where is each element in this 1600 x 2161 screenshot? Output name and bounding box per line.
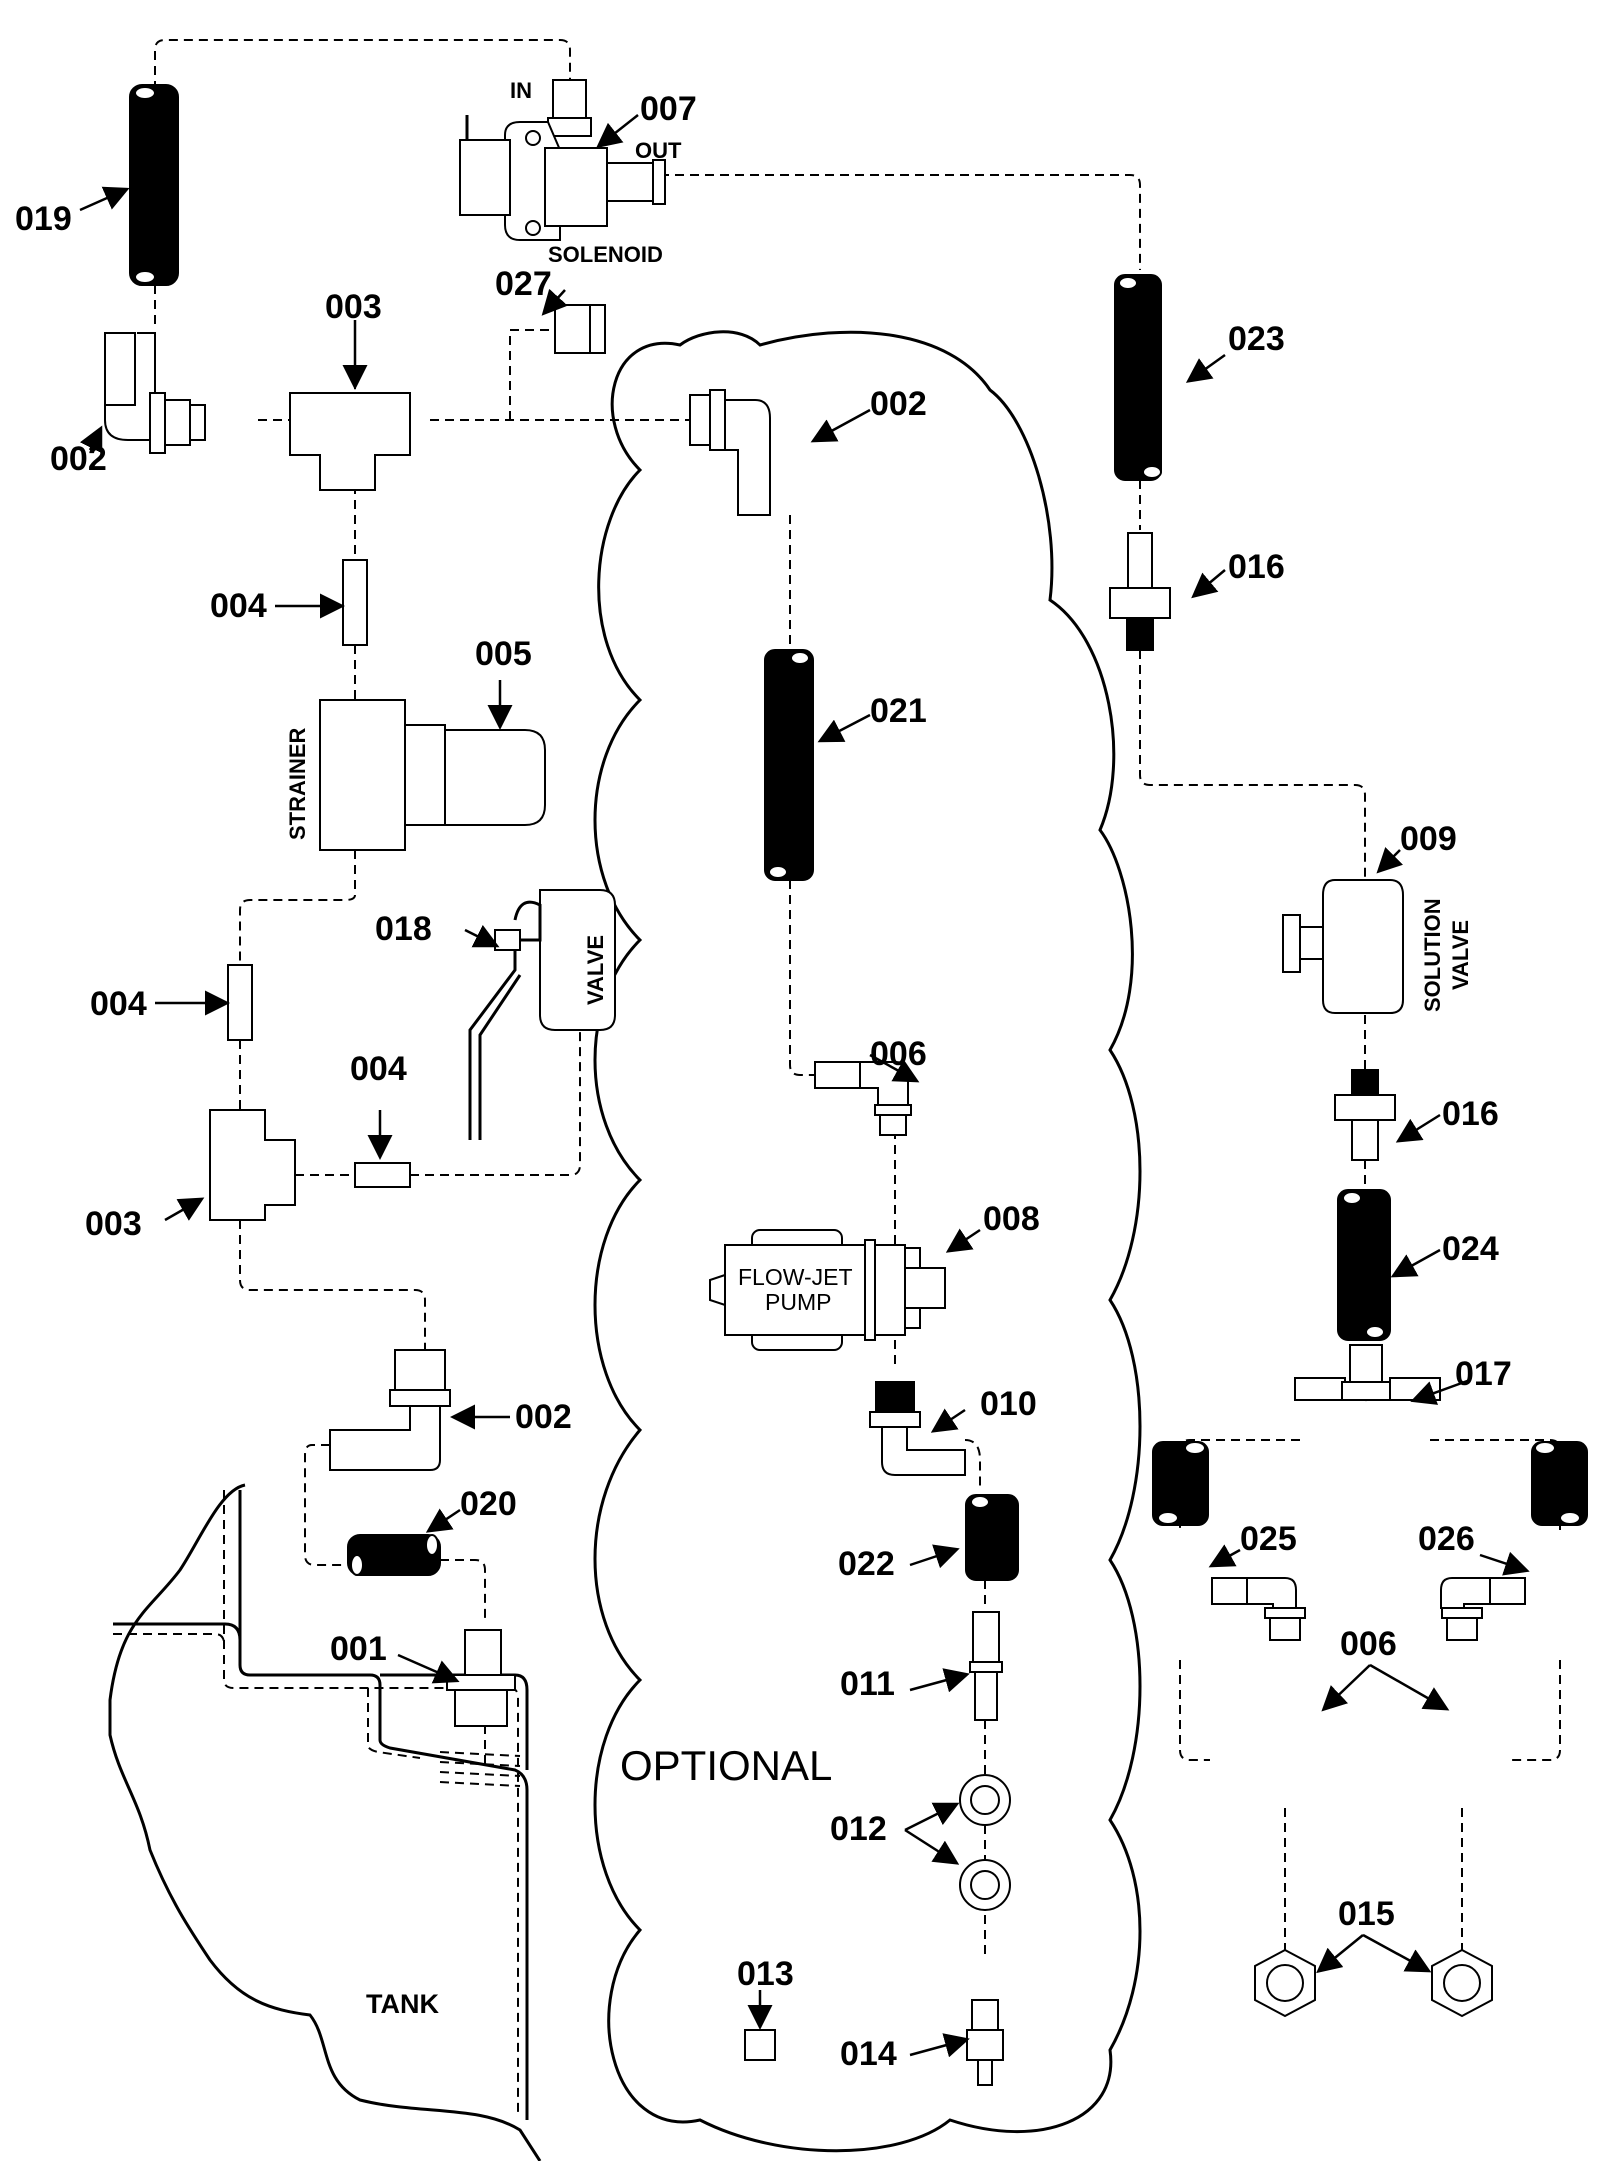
callout-020: 020: [460, 1485, 517, 1523]
elbow-006-right[interactable]: [1440, 1577, 1526, 1641]
solenoid-valve-007[interactable]: [459, 79, 666, 241]
hose-020[interactable]: [347, 1534, 441, 1576]
washer-012-upper[interactable]: [959, 1774, 1011, 1826]
hose-barb-001[interactable]: [446, 1629, 516, 1727]
callout-003-left: 003: [85, 1205, 142, 1243]
callout-013: 013: [737, 1955, 794, 1993]
tank-wall-inner: [238, 1490, 529, 2120]
nipple-004-horizontal[interactable]: [354, 1162, 411, 1188]
callout-004-top: 004: [210, 587, 267, 625]
callout-026: 026: [1418, 1520, 1475, 1558]
callout-006-pair: 006: [1340, 1625, 1397, 1663]
leader-arrows: [79, 114, 1530, 2058]
strainer-label: STRAINER: [285, 727, 310, 840]
callout-002-optional: 002: [870, 385, 927, 423]
callout-labels: 019 007 003 027 002 002 023 004 005 016 …: [15, 90, 1512, 2073]
hose-025[interactable]: [1152, 1441, 1209, 1526]
elbow-002-lower[interactable]: [329, 1349, 451, 1471]
hose-023[interactable]: [1114, 274, 1162, 481]
callout-016-top: 016: [1228, 548, 1285, 586]
solenoid-label: SOLENOID: [548, 242, 663, 267]
callout-018: 018: [375, 910, 432, 948]
pump-label-2: PUMP: [765, 1289, 831, 1315]
callout-011: 011: [840, 1665, 895, 1703]
tank-outline: [108, 1483, 542, 2161]
quick-disconnect-014[interactable]: [966, 1999, 1004, 2086]
solution-valve-009[interactable]: [1282, 879, 1404, 1014]
callout-017: 017: [1455, 1355, 1512, 1393]
nut-015-right[interactable]: [1431, 1948, 1493, 2018]
callout-027: 027: [495, 265, 552, 303]
callout-012: 012: [830, 1810, 887, 1848]
strainer-005[interactable]: [319, 699, 546, 851]
optional-cloud-boundary: [593, 330, 1142, 2153]
part-013-square[interactable]: [744, 2029, 776, 2061]
callout-019: 019: [15, 200, 72, 238]
solenoid-out-label: OUT: [635, 138, 682, 163]
nut-015-left[interactable]: [1254, 1948, 1316, 2018]
tank-wall-dashed: [113, 1490, 519, 2115]
tee-003-top[interactable]: [289, 392, 411, 491]
callout-001: 001: [330, 1630, 387, 1668]
elbow-006-optional[interactable]: [814, 1061, 912, 1136]
elbow-006-left[interactable]: [1211, 1577, 1306, 1641]
washer-012-lower[interactable]: [959, 1859, 1011, 1911]
callout-022: 022: [838, 1545, 895, 1583]
optional-label: OPTIONAL: [620, 1742, 832, 1789]
callout-005: 005: [475, 635, 532, 673]
hose-barb-016-top[interactable]: [1109, 532, 1171, 651]
callout-010: 010: [980, 1385, 1037, 1423]
flow-jet-pump-008[interactable]: [709, 1229, 946, 1351]
callout-021: 021: [870, 692, 927, 730]
callout-008: 008: [983, 1200, 1040, 1238]
callout-023: 023: [1228, 320, 1285, 358]
callout-003-top: 003: [325, 288, 382, 326]
nipple-004-left[interactable]: [227, 964, 253, 1041]
callout-002-lower: 002: [515, 1398, 572, 1436]
nipple-004-top[interactable]: [342, 559, 368, 646]
elbow-002-top[interactable]: [104, 332, 206, 454]
callout-009: 009: [1400, 820, 1457, 858]
tee-003-left[interactable]: [209, 1109, 296, 1221]
callout-006-optional: 006: [870, 1035, 927, 1073]
hose-026[interactable]: [1531, 1441, 1588, 1526]
hose-024[interactable]: [1337, 1189, 1391, 1341]
solenoid-in-label: IN: [510, 78, 532, 103]
callout-024: 024: [1442, 1230, 1499, 1268]
hose-019[interactable]: [129, 84, 179, 286]
barbed-tee-017[interactable]: [1294, 1344, 1441, 1402]
callout-014: 014: [840, 2035, 897, 2073]
callout-015: 015: [1338, 1895, 1395, 1933]
plug-027[interactable]: [554, 304, 606, 354]
solution-valve-label-1: SOLUTION: [1420, 898, 1445, 1012]
valve-018[interactable]: [468, 889, 616, 1140]
callout-016-lower: 016: [1442, 1095, 1499, 1133]
callout-007: 007: [640, 90, 697, 128]
callout-004-horizontal: 004: [350, 1050, 407, 1088]
pump-label-1: FLOW-JET: [738, 1264, 853, 1290]
solution-valve-label-2: VALVE: [1448, 920, 1473, 990]
hose-barb-011[interactable]: [969, 1611, 1003, 1721]
valve-label: VALVE: [583, 935, 608, 1005]
elbow-010[interactable]: [869, 1381, 966, 1476]
callout-025: 025: [1240, 1520, 1297, 1558]
elbow-002-optional[interactable]: [689, 389, 771, 516]
callout-004-left: 004: [90, 985, 147, 1023]
tank-label: TANK: [366, 1989, 439, 2019]
callout-002-top: 002: [50, 440, 107, 478]
hose-021[interactable]: [764, 649, 814, 881]
hose-barb-016-lower[interactable]: [1334, 1069, 1396, 1161]
hose-022[interactable]: [965, 1494, 1019, 1581]
